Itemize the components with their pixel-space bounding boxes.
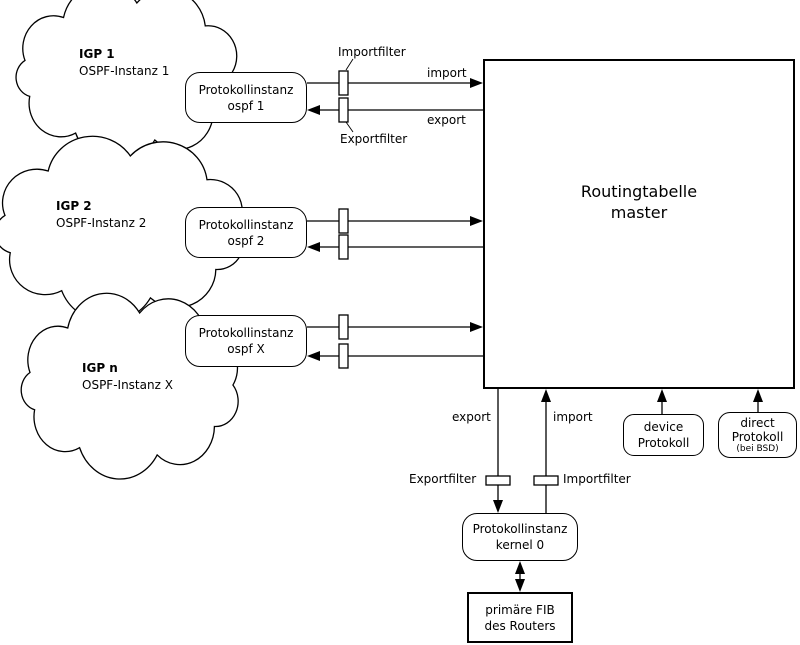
import-filter-kernel [533,475,559,486]
import-arrowhead-1 [470,78,483,88]
cloud-1-subtitle: OSPF-Instanz 1 [79,64,170,78]
protocol-box-ospf2-line1: Protokollinstanz [198,217,294,232]
exportfilter-connector [345,121,354,133]
protocol-box-ospf1-line2: ospf 1 [227,98,265,113]
direct-arrowhead [753,389,763,402]
direct-protocol-line3: (bei BSD) [736,443,779,454]
master-export-arrowhead [493,500,503,513]
protocol-box-ospfX-line2: ospf X [227,342,265,356]
import-bottom-label: import [553,410,593,424]
device-protocol-box: device Protokoll [623,414,704,456]
primary-fib-line2: des Routers [484,618,556,633]
routing-table-title-line1: Routingtabelle [580,182,698,201]
export-filter-2 [338,234,349,260]
import-top-label: import [427,66,467,80]
export-filter-1 [338,97,349,123]
device-protocol-line2: Protokoll [637,436,690,450]
master-import-arrowhead [541,389,551,402]
kernel-fib-arrowhead-down [515,579,525,592]
direct-protocol-box: direct Protokoll (bei BSD) [718,412,797,458]
kernel-fib-arrowhead-up [515,561,525,574]
importfilter-top-label: Importfilter [338,45,406,59]
export-arrowhead-2 [307,242,320,252]
cloud-3-subtitle: OSPF-Instanz X [82,378,173,392]
protocol-box-ospf1: Protokollinstanz ospf 1 [185,72,307,123]
protocol-box-ospfX-line1: Protokollinstanz [198,326,294,340]
import-filter-1 [338,70,349,96]
cloud-1-label: IGP 1 OSPF-Instanz 1 [79,46,169,80]
importfilter-bottom-label: Importfilter [563,472,631,486]
export-bottom-label: export [452,410,491,424]
export-arrowhead-3 [307,351,320,361]
import-filter-2 [338,208,349,234]
export-arrowhead-1 [307,105,320,115]
primary-fib-box: primäre FIB des Routers [467,592,573,643]
import-arrowhead-3 [470,322,483,332]
routing-table-master-box: Routingtabelle master [483,59,795,389]
igp-cloud-3 [21,293,238,479]
protocol-box-kernel-line2: kernel 0 [495,538,545,552]
importfilter-connector [345,58,354,71]
exportfilter-bottom-label: Exportfilter [409,472,477,486]
direct-protocol-line2: Protokoll [731,429,784,444]
cloud-1-title: IGP 1 [79,47,115,61]
device-protocol-line1: device [643,420,684,434]
export-filter-3 [338,343,349,369]
device-arrowhead [657,389,667,402]
import-arrowhead-2 [470,216,483,226]
direct-protocol-line1: direct [740,415,775,430]
protocol-box-ospf1-line1: Protokollinstanz [198,82,294,97]
cloud-3-label: IGP n OSPF-Instanz X [82,360,173,394]
exportfilter-top-label: Exportfilter [340,132,408,146]
protocol-box-ospf2-line2: ospf 2 [227,233,265,248]
import-filter-3 [338,314,349,340]
protocol-box-ospfX: Protokollinstanz ospf X [185,315,307,367]
protocol-box-kernel-line1: Protokollinstanz [472,522,568,536]
cloud-3-title: IGP n [82,361,118,375]
protocol-box-ospf2: Protokollinstanz ospf 2 [185,207,307,258]
cloud-2-title: IGP 2 [56,199,92,213]
export-filter-kernel [485,475,511,486]
export-top-label: export [427,113,466,127]
cloud-2-label: IGP 2 OSPF-Instanz 2 [56,198,146,232]
routing-table-title-line2: master [610,203,668,222]
cloud-2-subtitle: OSPF-Instanz 2 [56,216,147,230]
primary-fib-line1: primäre FIB [485,602,555,617]
protocol-box-kernel: Protokollinstanz kernel 0 [462,513,578,561]
